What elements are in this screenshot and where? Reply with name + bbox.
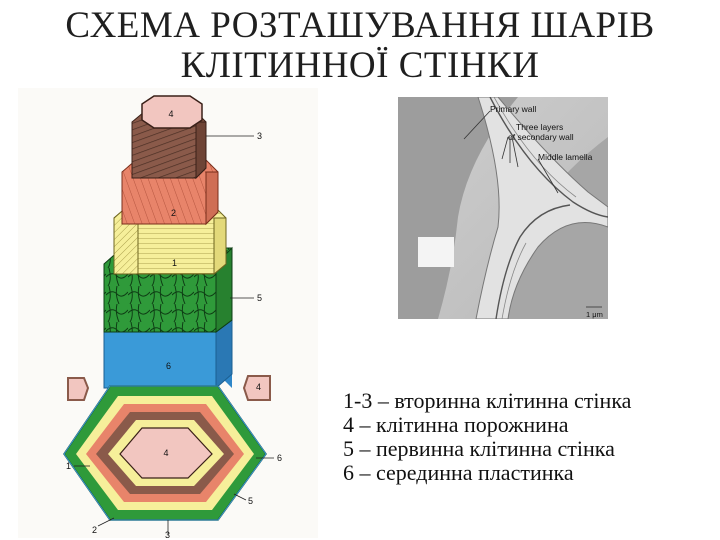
secondary-wall-label-1: Three layers bbox=[516, 122, 563, 132]
legend-item-lumen: 4 – клітинна порожнина bbox=[343, 412, 569, 437]
label-4-top: 4 bbox=[168, 109, 173, 119]
label-5-side: 5 bbox=[257, 293, 262, 303]
label-2-bottom: 2 bbox=[92, 525, 97, 535]
label-3-bottom: 3 bbox=[165, 530, 170, 538]
label-3-top: 3 bbox=[257, 131, 262, 141]
label-5-bottom: 5 bbox=[248, 496, 253, 506]
legend-item-secondary-wall: 1-3 – вторинна клітинна стінка bbox=[343, 388, 632, 413]
middle-lamella-label: Middle lamella bbox=[538, 152, 593, 162]
label-4-side: 4 bbox=[256, 382, 261, 392]
cell-wall-layer-diagram: 4 3 2 1 5 6 4 4 1 6 2 5 3 bbox=[18, 88, 318, 538]
label-6-side: 6 bbox=[277, 453, 282, 463]
label-1-bottom: 1 bbox=[66, 461, 71, 471]
scale-bar-label: 1 μm bbox=[586, 310, 603, 319]
secondary-wall-label-2: of secondary wall bbox=[508, 132, 574, 142]
primary-wall-label: Primary wall bbox=[490, 104, 536, 114]
label-2-mid: 2 bbox=[171, 208, 176, 218]
lumen-top-face bbox=[141, 95, 203, 129]
label-4-center: 4 bbox=[163, 448, 168, 458]
legend: 1-3 – вторинна клітинна стінка 4 – кліти… bbox=[343, 389, 631, 485]
label-6-mid: 6 bbox=[166, 361, 171, 371]
left-fragment bbox=[67, 377, 90, 401]
title-line-1: СХЕМА РОЗТАШУВАННЯ ШАРІВ bbox=[65, 5, 655, 46]
title-line-2: КЛІТИННОЇ СТІНКИ bbox=[180, 45, 540, 86]
cross-section-hexagon bbox=[63, 385, 267, 521]
legend-item-middle-lamella: 6 – серединна пластинка bbox=[343, 460, 574, 485]
electron-micrograph: Primary wall Three layers of secondary w… bbox=[398, 97, 608, 319]
right-fragment bbox=[242, 375, 271, 401]
label-1-mid: 1 bbox=[172, 258, 177, 268]
middle-lamella-prism bbox=[103, 314, 233, 390]
legend-item-primary-wall: 5 – первинна клітинна стінка bbox=[343, 436, 615, 461]
slide-title: СХЕМА РОЗТАШУВАННЯ ШАРІВ КЛІТИННОЇ СТІНК… bbox=[0, 6, 720, 86]
